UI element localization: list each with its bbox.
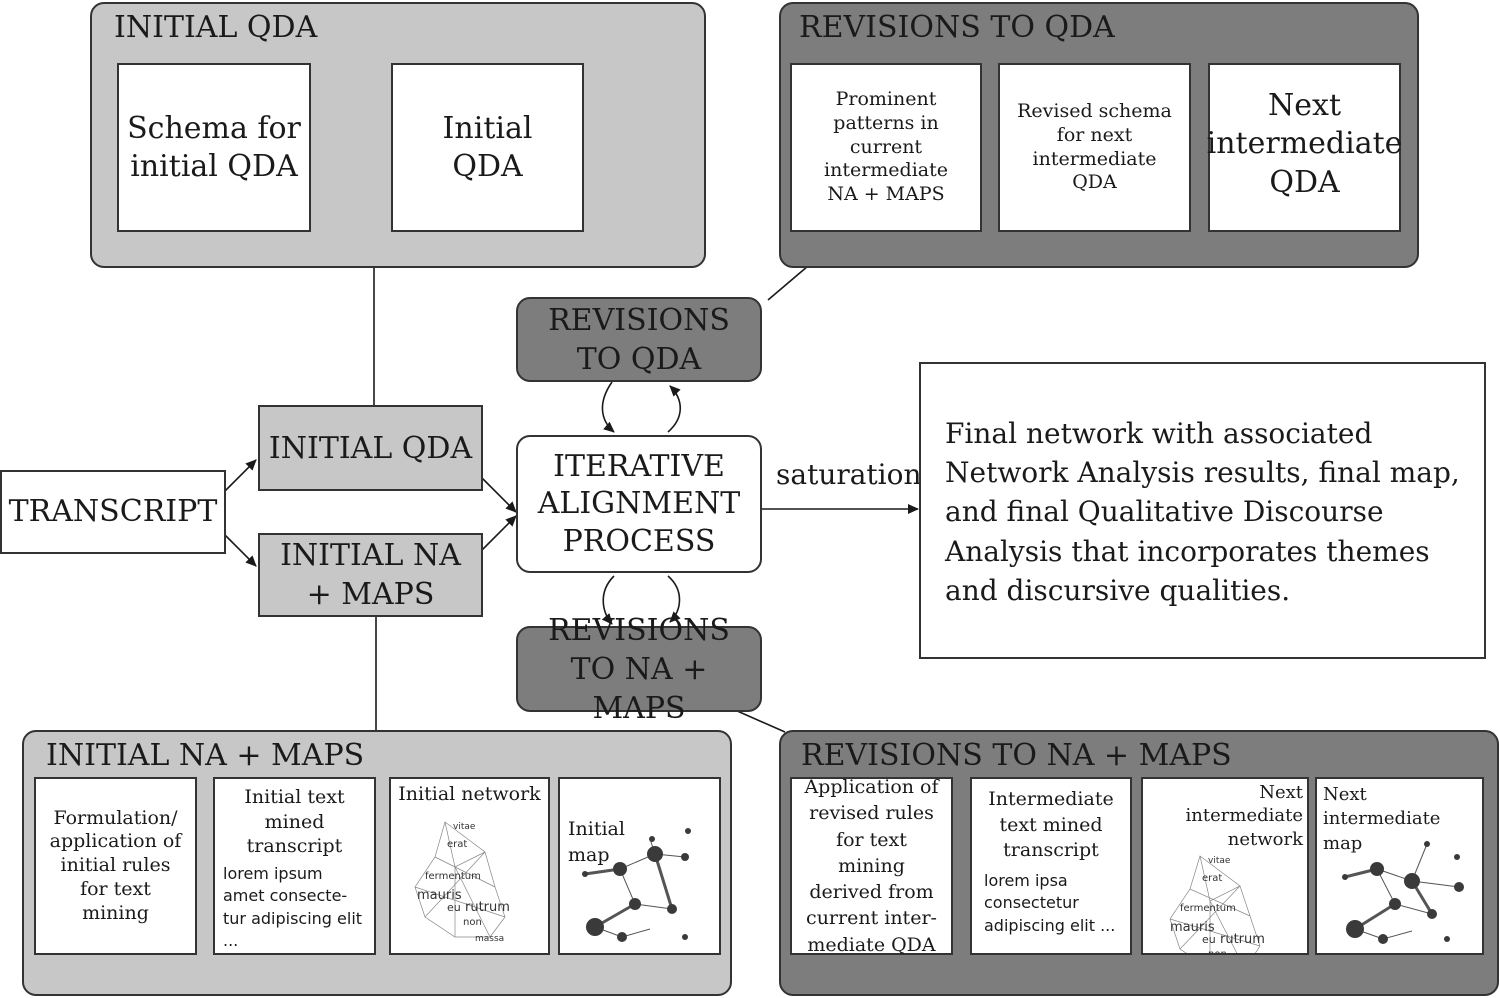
- iterative-alignment-box: ITERATIVE ALIGNMENT PROCESS: [516, 435, 762, 573]
- initial-map-box: Initial map: [558, 777, 721, 955]
- box-label: Prominent patterns in current intermedia…: [824, 88, 948, 206]
- net-word: vitae: [453, 822, 476, 832]
- net-word: massa: [475, 934, 504, 944]
- revisions-to-na-step: REVISIONS TO NA + MAPS: [516, 613, 762, 726]
- box-label: TRANSCRIPT: [8, 494, 218, 530]
- line-revisions-na-panel: [734, 709, 786, 733]
- initial-na-maps-step: INITIAL NA + MAPS: [258, 533, 483, 617]
- arrow-na-to-iterative: [481, 515, 517, 551]
- transcript-box: TRANSCRIPT: [0, 470, 226, 554]
- loop-arrow-up-left: [601, 381, 615, 433]
- net-word: erat: [1202, 873, 1222, 884]
- box-label: ITERATIVE ALIGNMENT PROCESS: [537, 448, 741, 559]
- box-title: Initial network: [398, 783, 541, 805]
- net-word: mauris: [1170, 920, 1215, 935]
- loop-arrow-up-right: [667, 385, 682, 433]
- schema-initial-qda-box: Schema for initial QDA: [117, 63, 311, 232]
- net-word: eu: [447, 901, 461, 914]
- revised-schema-box: Revised schema for next intermediate QDA: [998, 63, 1191, 232]
- final-network-box: Final network with associated Network An…: [919, 362, 1486, 659]
- formulation-rules-box: Formulation/ application of initial rule…: [34, 777, 197, 955]
- initial-text-mined-box: Initial text mined transcript lorem ipsu…: [213, 777, 376, 955]
- panel-title: INITIAL QDA: [114, 10, 318, 45]
- net-word: fermentum: [425, 871, 481, 882]
- next-intermediate-map-box: Next intermediate map: [1315, 777, 1484, 955]
- map-graphic: [1342, 841, 1464, 944]
- box-label: Application of revised rules for text mi…: [804, 776, 939, 956]
- line-revisions-qda-panel: [767, 265, 809, 301]
- panel-title: REVISIONS TO NA + MAPS: [801, 738, 1232, 773]
- box-title: Initial map: [568, 818, 625, 866]
- box-label: Next intermediate QDA: [1206, 88, 1403, 200]
- loop-arrow-down-right: [667, 575, 681, 623]
- net-word: erat: [447, 839, 467, 850]
- arrow-to-initial-qda: [223, 459, 257, 493]
- lorem-text: lorem ipsum amet consecte-tur adipiscing…: [223, 864, 363, 951]
- box-label: REVISIONS TO NA + MAPS: [548, 612, 730, 726]
- map-graphic: [582, 828, 691, 942]
- arrow-to-initial-na: [223, 533, 257, 567]
- arrow-qda-to-iterative: [481, 477, 517, 513]
- net-word: fermentum: [1180, 903, 1236, 914]
- intermediate-text-mined-box: Intermediate text mined transcript lorem…: [970, 777, 1132, 955]
- net-word: vitae: [1208, 856, 1231, 866]
- initial-qda-box: Initial QDA: [391, 63, 584, 232]
- box-title: Intermediate text mined transcript: [988, 788, 1114, 862]
- box-label: INITIAL QDA: [268, 430, 473, 466]
- box-label: INITIAL NA + MAPS: [280, 538, 461, 612]
- net-word: mauris: [417, 888, 462, 903]
- net-word: eu: [1202, 933, 1216, 946]
- word-network-graphic: vitae erat fermentum mauris eu rutrum no…: [1169, 855, 1265, 953]
- initial-qda-step: INITIAL QDA: [258, 405, 483, 491]
- saturation-label: saturation: [776, 458, 922, 491]
- initial-network-box: Initial network vitae erat fermentum mau…: [389, 777, 550, 955]
- next-intermediate-qda-box: Next intermediate QDA: [1206, 63, 1403, 232]
- box-label: Revised schema for next intermediate QDA: [1017, 100, 1172, 194]
- lorem-text: lorem ipsa consectetur adipiscing elit .…: [984, 870, 1116, 935]
- panel-title: INITIAL NA + MAPS: [46, 738, 365, 773]
- prominent-patterns-box: Prominent patterns in current intermedia…: [790, 63, 982, 232]
- box-title: Next intermediate map: [1323, 784, 1441, 854]
- box-title: Initial text mined transcript: [244, 786, 345, 858]
- net-word: non: [1208, 949, 1227, 953]
- box-label: Schema for initial QDA: [127, 111, 301, 184]
- net-word: rutrum: [465, 900, 510, 915]
- box-label: Formulation/ application of initial rule…: [49, 806, 182, 924]
- application-rules-box: Application of revised rules for text mi…: [790, 776, 953, 956]
- box-title: Next intermediate network: [1185, 782, 1303, 850]
- word-network-graphic: vitae erat fermentum mauris eu rutrum no…: [414, 821, 510, 944]
- revisions-to-qda-step: REVISIONS TO QDA: [516, 297, 762, 382]
- box-label: Initial QDA: [442, 111, 533, 184]
- net-word: rutrum: [1220, 932, 1265, 947]
- net-word: non: [463, 917, 482, 928]
- next-intermediate-network-box: Next intermediate network vitae erat fer…: [1141, 777, 1309, 955]
- loop-arrow-down-left: [601, 575, 615, 625]
- box-label: REVISIONS TO QDA: [548, 302, 730, 377]
- box-label: Final network with associated Network An…: [945, 417, 1460, 607]
- panel-title: REVISIONS TO QDA: [799, 10, 1115, 45]
